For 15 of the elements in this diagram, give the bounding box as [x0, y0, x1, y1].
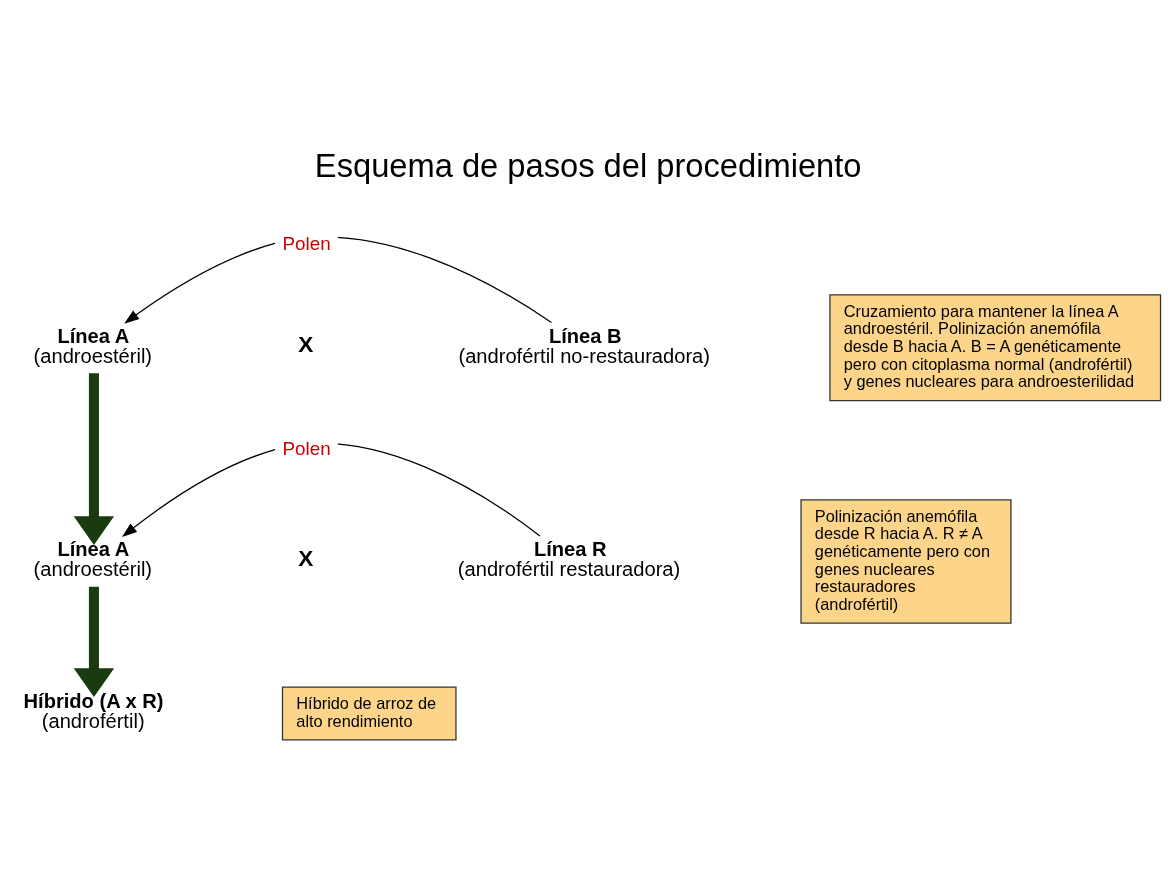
label: X — [298, 332, 314, 358]
node-box: Híbrido de arroz de alto rendimiento — [281, 686, 457, 741]
node-box: Cruzamiento para mantener la línea A androestéril. Polinización anemófila desde B hacia A. B = A genéticamente pero con citoplasma normal (androfértil) y genes nucleares para androesterilidad — [829, 294, 1162, 402]
diagram-title: Esquema de pasos del procedimiento — [314, 147, 862, 185]
arrow — [73, 586, 115, 698]
node-box: Polinización anemófila desde R hacia A. R ≠ A genéticamente pero con genes nucleares restauradores (androfértil) — [800, 499, 1012, 624]
edge-label: Polen — [282, 233, 331, 255]
node-text: Híbrido (A x R) (androfértil) — [23, 690, 164, 733]
node-text: Línea B (androfértil no-restauradora) — [458, 324, 710, 367]
node-text: Línea A (androestéril) — [33, 324, 153, 367]
arrow — [73, 373, 115, 546]
node-text: Línea A (androestéril) — [33, 538, 153, 581]
edge-label: Polen — [282, 438, 331, 460]
label: X — [298, 545, 314, 571]
node-text: Línea R (androfértil restauradora) — [457, 538, 681, 581]
